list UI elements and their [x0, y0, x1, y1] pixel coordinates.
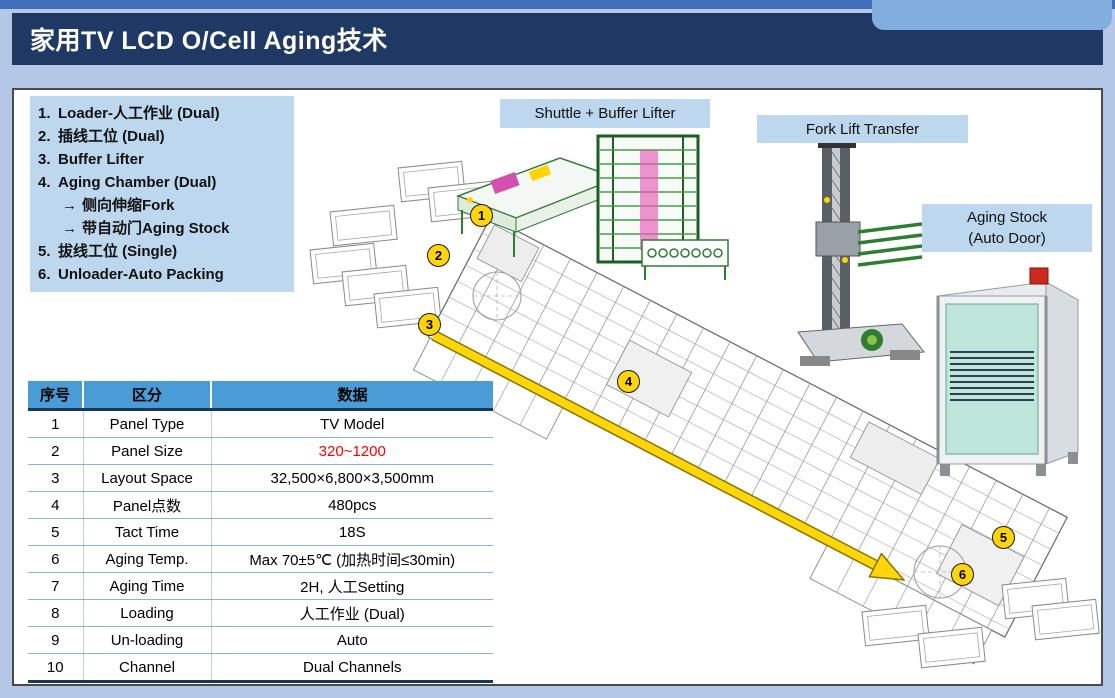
- table-cell: 1: [28, 409, 83, 438]
- table-cell: 10: [28, 653, 83, 683]
- table-cell: Dual Channels: [210, 653, 493, 683]
- table-cell: Channel: [82, 653, 211, 683]
- table-cell: 5: [28, 518, 83, 546]
- table-header-cell: 数据: [210, 381, 493, 411]
- table-row: 4 Panel点数 480pcs: [28, 491, 493, 519]
- table-row: 6 Aging Temp. Max 70±5℃ (加热时间≤30min): [28, 545, 493, 573]
- marker-6: 6: [951, 563, 974, 586]
- table-cell: 2: [28, 437, 83, 465]
- slide-title: 家用TV LCD O/Cell Aging技术: [30, 27, 388, 55]
- table-cell: 320~1200: [210, 437, 493, 465]
- marker-3: 3: [418, 313, 441, 336]
- table-cell: 8: [28, 599, 83, 627]
- shuttle-buffer-lifter-label: Shuttle + Buffer Lifter: [500, 99, 710, 128]
- marker-1: 1: [470, 204, 493, 227]
- fork-lift-transfer-drawing: [797, 140, 925, 366]
- table-row: 10 Channel Dual Channels: [28, 653, 493, 683]
- table-row: 3 Layout Space 32,500×6,800×3,500mm: [28, 464, 493, 492]
- table-cell: 3: [28, 464, 83, 492]
- table-row: 5 Tact Time 18S: [28, 518, 493, 546]
- table-cell: Aging Time: [82, 572, 211, 600]
- marker-4: 4: [617, 370, 640, 393]
- aging-stock-label: Aging Stock (Auto Door): [922, 204, 1092, 252]
- table-cell: Tact Time: [82, 518, 211, 546]
- table-row: 1 Panel Type TV Model: [28, 409, 493, 438]
- table-header-cell: 序号: [28, 381, 83, 411]
- table-cell: Panel Size: [82, 437, 211, 465]
- table-row: 8 Loading 人工作业 (Dual): [28, 599, 493, 627]
- table-cell: 480pcs: [210, 491, 493, 519]
- table-cell: 18S: [210, 518, 493, 546]
- table-cell: Max 70±5℃ (加热时间≤30min): [210, 545, 493, 573]
- top-right-accent: [872, 0, 1112, 30]
- table-cell: 4: [28, 491, 83, 519]
- table-cell: Panel点数: [82, 491, 211, 519]
- flow-arrow: [431, 330, 906, 581]
- table-cell: TV Model: [210, 409, 493, 438]
- aging-stock-label-line1: Aging Stock: [966, 209, 1048, 226]
- table-cell: 9: [28, 626, 83, 654]
- table-row: 2 Panel Size 320~1200: [28, 437, 493, 465]
- marker-5: 5: [992, 526, 1015, 549]
- table-cell: 6: [28, 545, 83, 573]
- table-cell: Layout Space: [82, 464, 211, 492]
- legend-item: 2. 插线工位 (Dual): [38, 128, 165, 145]
- table-cell: 人工作业 (Dual): [210, 599, 493, 627]
- legend-subitem: → 侧向伸缩Fork: [62, 197, 175, 214]
- marker-2: 2: [427, 244, 450, 267]
- spec-table: 序号 区分 数据 1 Panel Type TV Model 2 Panel S…: [28, 381, 493, 683]
- top-accent-strip: [0, 0, 1115, 9]
- table-cell: Panel Type: [82, 409, 211, 438]
- table-cell: Un-loading: [82, 626, 211, 654]
- legend-item: 6. Unloader-Auto Packing: [38, 266, 224, 283]
- shuttle-buffer-lifter-drawing: [455, 134, 729, 280]
- table-row: 7 Aging Time 2H, 人工Setting: [28, 572, 493, 600]
- table-header-cell: 区分: [82, 381, 211, 411]
- table-cell: Loading: [82, 599, 211, 627]
- fork-lift-transfer-label: Fork Lift Transfer: [757, 115, 968, 143]
- legend-subitem: → 带自动门Aging Stock: [62, 220, 230, 237]
- table-cell: 32,500×6,800×3,500mm: [210, 464, 493, 492]
- table-cell: Auto: [210, 626, 493, 654]
- legend-item: 1. Loader-人工作业 (Dual): [38, 105, 220, 122]
- legend-box: 1. Loader-人工作业 (Dual) 2. 插线工位 (Dual) 3. …: [30, 96, 294, 292]
- legend-item: 4. Aging Chamber (Dual): [38, 174, 217, 191]
- table-cell: 2H, 人工Setting: [210, 572, 493, 600]
- table-cell: 7: [28, 572, 83, 600]
- legend-item: 5. 拔线工位 (Single): [38, 243, 178, 260]
- table-cell: Aging Temp.: [82, 545, 211, 573]
- aging-stock-label-line2: (Auto Door): [968, 230, 1046, 247]
- legend-item: 3. Buffer Lifter: [38, 151, 144, 168]
- table-header-row: 序号 区分 数据: [28, 381, 493, 411]
- aging-stock-drawing: [936, 267, 1080, 476]
- table-row: 9 Un-loading Auto: [28, 626, 493, 654]
